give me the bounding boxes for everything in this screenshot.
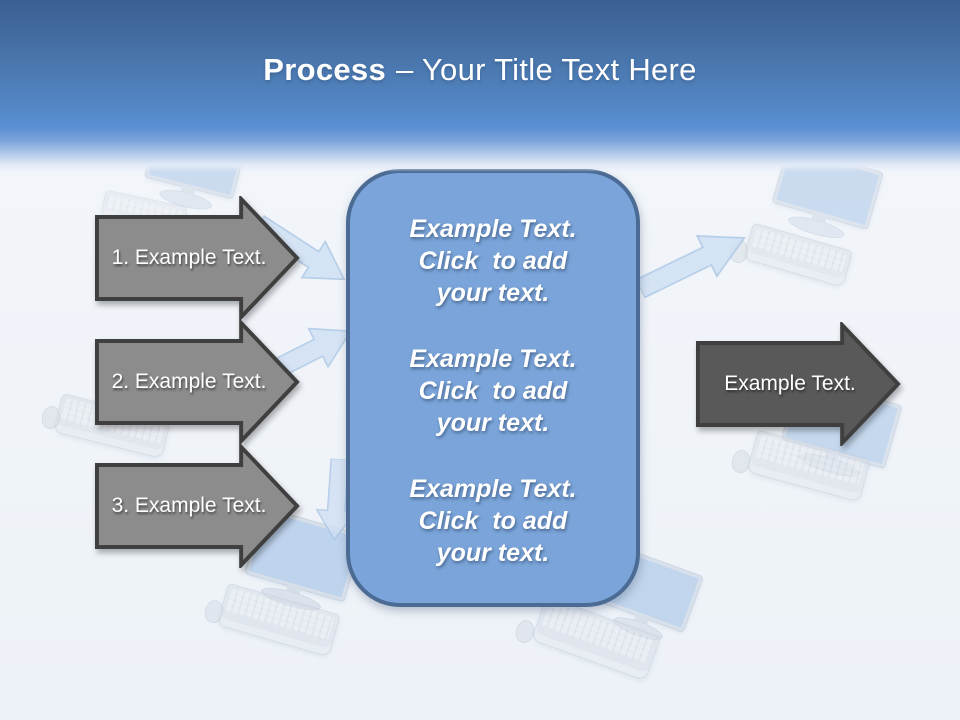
center-text-panel: Example Text. Click to add your text. Ex… (346, 169, 640, 607)
result-arrow: Example Text. (695, 322, 901, 446)
flow-arrow-icon (634, 235, 746, 299)
process-step-arrow-1: 1. Example Text. (94, 196, 300, 320)
step-label-3: 3. Example Text. (111, 494, 267, 517)
process-step-arrow-2: 2. Example Text. (94, 320, 300, 444)
placeholder-text-2: Example Text. Click to add your text. (409, 345, 577, 437)
placeholder-text-1: Example Text. Click to add your text. (409, 215, 577, 307)
title-keyword: Process (263, 52, 387, 87)
step-label-2: 2. Example Text. (111, 370, 267, 393)
placeholder-text-3: Example Text. Click to add your text. (409, 475, 577, 567)
title-text: – Your Title Text Here (396, 52, 697, 87)
result-label: Example Text. (724, 372, 856, 395)
step-label-1: 1. Example Text. (111, 246, 267, 269)
slide-title: Process – Your Title Text Here (0, 52, 960, 88)
process-step-arrow-3: 3. Example Text. (94, 444, 300, 568)
mouse-icon (513, 618, 537, 645)
